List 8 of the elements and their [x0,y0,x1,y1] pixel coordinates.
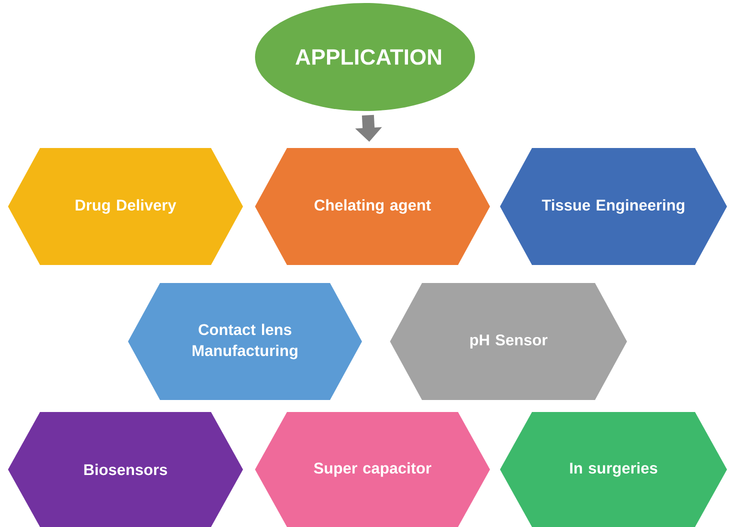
hexagon-box: pH Sensor [390,283,627,400]
hexagon-box: Drug Delivery [8,148,243,265]
hexagon-box: Contact lens Manufacturing [128,283,362,400]
hexagon-box: In surgeries [500,412,727,527]
hexagon-box: Biosensors [8,412,243,527]
hexagon-box: Super capacitor [255,412,490,527]
hexagon-box: Tissue Engineering [500,148,727,265]
hexagon-box: Chelating agent [255,148,490,265]
